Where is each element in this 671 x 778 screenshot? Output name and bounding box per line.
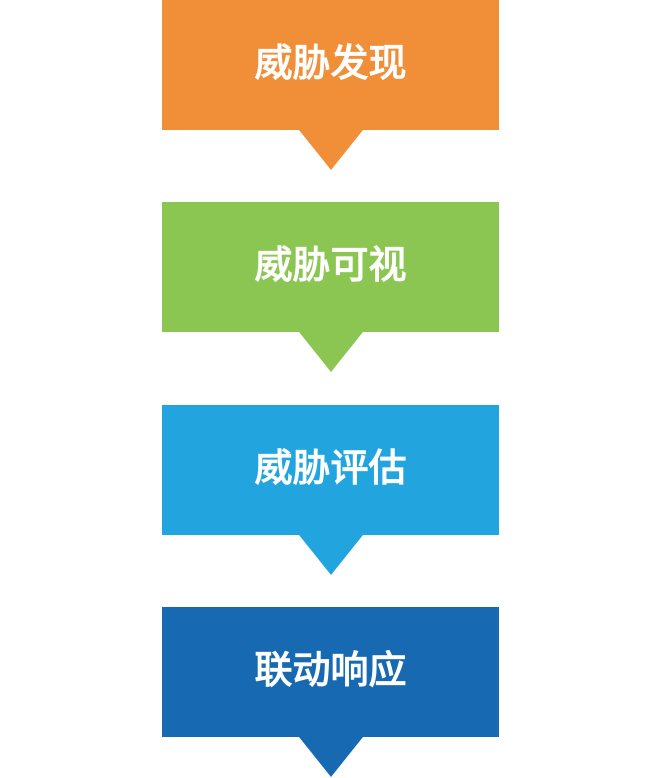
- step-label: 威胁评估: [254, 446, 407, 490]
- step-label: 威胁发现: [254, 41, 407, 85]
- step-label: 联动响应: [254, 648, 407, 692]
- step-linked-response: 联动响应: [162, 607, 499, 777]
- step-box: 威胁可视: [162, 202, 499, 332]
- step-box: 联动响应: [162, 607, 499, 737]
- step-box: 威胁发现: [162, 0, 499, 130]
- step-threat-assessment: 威胁评估: [162, 405, 499, 575]
- down-arrow-icon: [299, 737, 363, 777]
- step-threat-visibility: 威胁可视: [162, 202, 499, 372]
- step-label: 威胁可视: [254, 243, 407, 287]
- step-box: 威胁评估: [162, 405, 499, 535]
- step-threat-discovery: 威胁发现: [162, 0, 499, 170]
- down-arrow-icon: [299, 535, 363, 575]
- down-arrow-icon: [299, 332, 363, 372]
- down-arrow-icon: [299, 130, 363, 170]
